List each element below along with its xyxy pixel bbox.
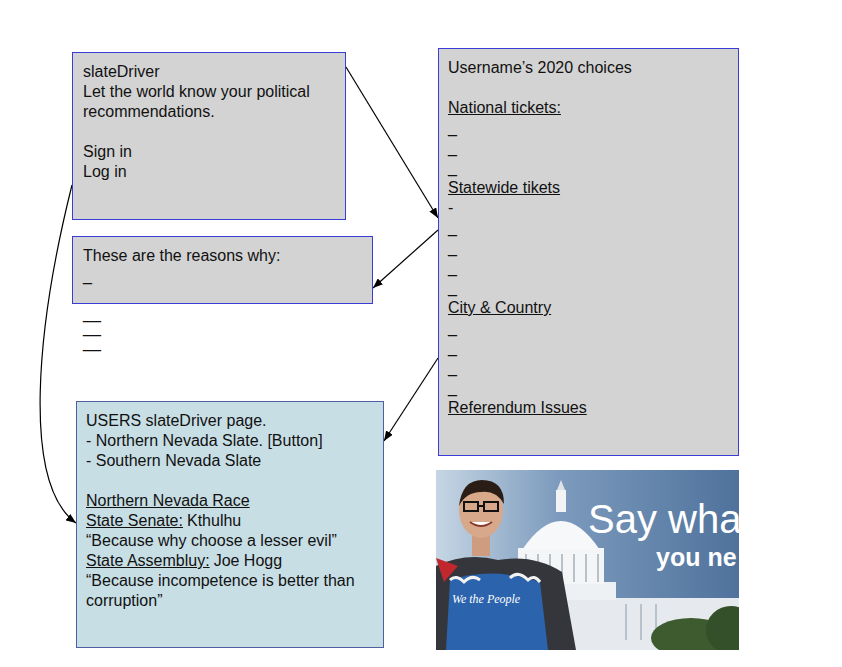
capitol-building xyxy=(557,480,565,490)
box-text: - Northern Nevada Slate. [Button] xyxy=(86,432,323,449)
text-row: Northern Nevada Race xyxy=(86,491,377,511)
text-row: _ xyxy=(448,378,728,398)
capitol-building xyxy=(585,554,587,582)
box-text: These are the reasons why: xyxy=(83,247,280,264)
text-row: _ xyxy=(448,338,728,358)
box-text: Statewide tikets xyxy=(448,179,560,196)
box-text: _ xyxy=(83,267,92,284)
box-text: “Because why choose a lesser evil” xyxy=(86,532,337,549)
text-row: Username’s 2020 choices xyxy=(448,58,728,78)
man-figure xyxy=(450,577,480,582)
capitol-building xyxy=(625,604,627,640)
text-row: _ xyxy=(448,318,728,338)
text-row: _ xyxy=(448,138,728,158)
box-text: City & Country xyxy=(448,299,551,316)
box-text: slateDriver xyxy=(83,63,159,80)
free-label: __ xyxy=(83,320,101,336)
text-row: _ xyxy=(448,258,728,278)
box-text: Referendum Issues xyxy=(448,399,587,416)
text-row: - xyxy=(448,198,728,218)
box-text: Log in xyxy=(83,163,127,180)
text-row: State Senate:Kthulhu xyxy=(86,511,377,531)
man-figure xyxy=(436,480,576,650)
box-text: Joe Hogg xyxy=(214,552,283,569)
arrow-connector xyxy=(373,230,438,288)
man-figure xyxy=(484,502,498,511)
text-row: These are the reasons why: xyxy=(83,246,362,266)
man-figure xyxy=(470,522,492,526)
text-row: - Southern Nevada Slate xyxy=(86,451,377,471)
text-row: State Assembluy:Joe Hogg xyxy=(86,551,377,571)
box-text: Let the world know your political recomm… xyxy=(83,83,310,120)
free-label: We the People xyxy=(452,592,520,606)
capitol-building xyxy=(556,490,566,512)
man-figure xyxy=(436,557,576,650)
box-text: National tickets: xyxy=(448,99,561,116)
box-text: _ xyxy=(448,339,457,356)
man-figure xyxy=(436,558,458,582)
text-row: “Because why choose a lesser evil” xyxy=(86,531,377,551)
text-row: USERS slateDriver page. xyxy=(86,411,377,431)
box-text: _ xyxy=(448,259,457,276)
box-text: “Because incompetence is better than cor… xyxy=(86,572,355,609)
box-text: _ xyxy=(448,279,457,296)
man-figure xyxy=(464,502,478,511)
box-text: _ xyxy=(448,139,457,156)
trees xyxy=(651,606,739,650)
box-text: _ xyxy=(448,359,457,376)
text-row: - Northern Nevada Slate. [Button] xyxy=(86,431,377,451)
box-text: _ xyxy=(448,319,457,336)
box-text: State Senate: xyxy=(86,512,183,529)
text-row: Let the world know your political recomm… xyxy=(83,82,335,122)
box-text: _ xyxy=(448,119,457,136)
text-row: “Because incompetence is better than cor… xyxy=(86,571,377,611)
man-figure xyxy=(510,574,540,582)
text-row: Statewide tikets xyxy=(448,178,728,198)
free-label: Say wha xyxy=(588,497,741,541)
text-box: Username’s 2020 choicesNational tickets:… xyxy=(438,48,739,456)
box-text: _ xyxy=(448,219,457,236)
box-text: Kthulhu xyxy=(187,512,241,529)
text-row: _ xyxy=(448,218,728,238)
text-row: Log in xyxy=(83,162,335,182)
trees xyxy=(706,606,739,650)
arrow-connector xyxy=(346,67,438,218)
capitol-building xyxy=(573,554,575,582)
capitol-building xyxy=(597,554,599,582)
box-text: Northern Nevada Race xyxy=(86,492,250,509)
text-row: _ xyxy=(448,238,728,258)
free-label: __ xyxy=(83,335,101,351)
text-row: City & Country xyxy=(448,298,728,318)
box-text: _ xyxy=(448,379,457,396)
box-text: _ xyxy=(448,159,457,176)
box-text: _ xyxy=(448,239,457,256)
text-row: Referendum Issues xyxy=(448,398,728,418)
box-text: State Assembluy: xyxy=(86,552,210,569)
man-figure xyxy=(446,573,548,650)
free-label: you ne xyxy=(656,543,737,571)
text-box: slateDriverLet the world know your polit… xyxy=(72,52,346,220)
text-row: _ xyxy=(448,118,728,138)
text-box: These are the reasons why: _ xyxy=(72,236,373,304)
text-row: _ xyxy=(83,266,362,286)
box-text: USERS slateDriver page. xyxy=(86,412,267,429)
text-box: USERS slateDriver page. - Northern Nevada… xyxy=(76,401,384,648)
man-figure xyxy=(478,505,484,507)
text-row: Sign in xyxy=(83,142,335,162)
text-row: slateDriver xyxy=(83,62,335,82)
arrow-connector xyxy=(384,358,438,441)
text-row: _ xyxy=(448,158,728,178)
box-text: - xyxy=(448,199,453,216)
box-text: Username’s 2020 choices xyxy=(448,59,632,76)
text-row: National tickets: xyxy=(448,98,728,118)
text-row: _ xyxy=(448,358,728,378)
text-row: _ xyxy=(448,278,728,298)
box-text: Sign in xyxy=(83,143,132,160)
capitol-building xyxy=(640,604,642,640)
arrow-connector xyxy=(40,185,76,523)
box-text: - Southern Nevada Slate xyxy=(86,452,261,469)
